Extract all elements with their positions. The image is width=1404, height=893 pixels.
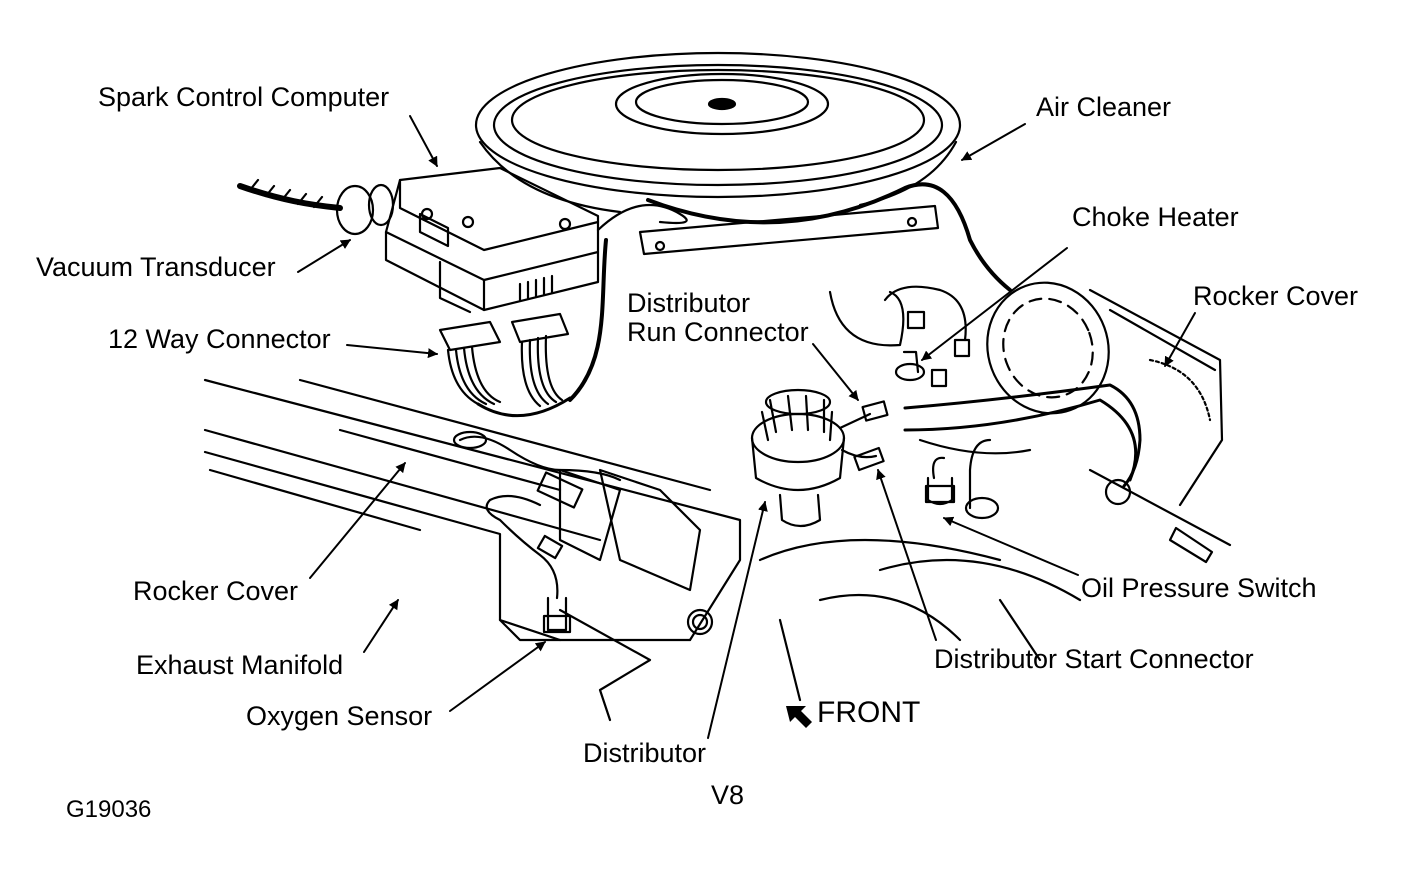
label-distributor: Distributor: [583, 738, 707, 768]
rocker-cover-right-drawing: [903, 281, 1232, 564]
label-front: FRONT: [817, 696, 921, 729]
connector-drawing: [438, 182, 1012, 418]
label-rocker-cover-right: Rocker Cover: [1193, 281, 1359, 311]
oil-pressure-switch-drawing: [924, 438, 1000, 520]
distributor-drawing: [750, 388, 889, 528]
spark-control-computer-drawing: [384, 166, 600, 314]
label-choke-heater: Choke Heater: [1072, 202, 1239, 232]
engine-block-drawing: [758, 538, 1082, 702]
label-oil-pressure-switch: Oil Pressure Switch: [1081, 573, 1317, 603]
label-air-cleaner: Air Cleaner: [1036, 92, 1172, 122]
rocker-cover-left-drawing: [203, 378, 742, 722]
vacuum-transducer-drawing: [237, 178, 395, 236]
label-distributor-start-connector: Distributor Start Connector: [934, 644, 1254, 674]
leader-lines: [297, 115, 1196, 739]
label-12-way-connector: 12 Way Connector: [108, 324, 331, 354]
air-cleaner-drawing: [474, 51, 962, 214]
oxygen-sensor-drawing: [452, 430, 622, 634]
choke-heater-drawing: [828, 285, 971, 388]
label-rocker-cover-left: Rocker Cover: [133, 576, 299, 606]
front-arrow-icon: [786, 706, 812, 728]
label-spark-control-computer: Spark Control Computer: [98, 82, 390, 112]
label-distributor-run-connector-line1: Distributor: [627, 288, 751, 318]
label-oxygen-sensor: Oxygen Sensor: [246, 701, 433, 731]
label-distributor-run-connector-line2: Run Connector: [627, 317, 809, 347]
label-vacuum-transducer: Vacuum Transducer: [36, 252, 276, 282]
label-figure-id: G19036: [66, 796, 152, 823]
label-exhaust-manifold: Exhaust Manifold: [136, 650, 344, 680]
label-engine-type: V8: [711, 780, 745, 810]
